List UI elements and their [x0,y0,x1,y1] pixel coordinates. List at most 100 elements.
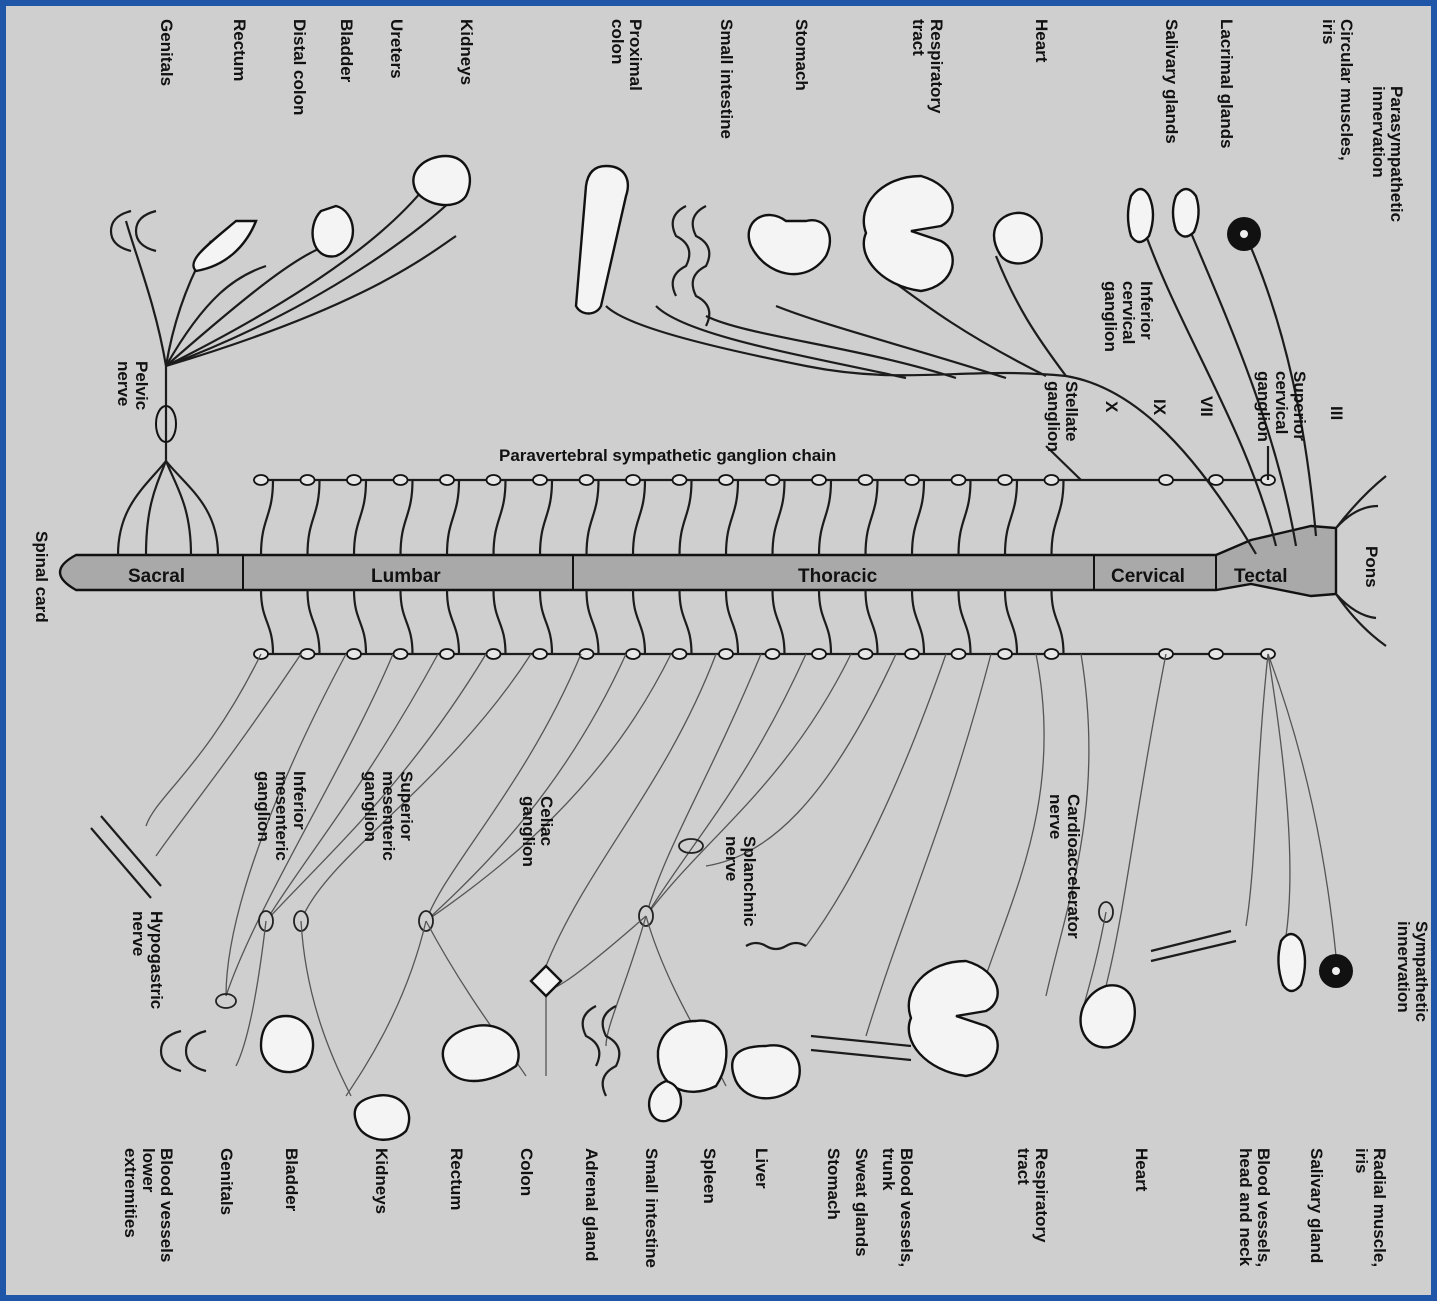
ramus [587,590,599,654]
symp-target-4-line: Respiratory [1032,1148,1051,1243]
cranial-vagal-fiber [656,306,906,378]
sacral-outflow [118,461,166,555]
para-target-3-line: Heart [1032,19,1051,63]
symp-target-5: Blood vessels,trunk [879,1148,916,1267]
ramus [819,480,831,555]
chain-ganglion [766,649,780,659]
ramus [540,480,552,555]
inferior-mesenteric-ganglion-label: Inferiormesentericganglion [254,771,309,861]
stomach-para [749,215,830,274]
para-target-8: Kidneys [457,19,476,85]
lacrimal-gland [1173,189,1199,237]
symp-target-17-line: Blood vessels [157,1148,176,1262]
inferior-cervical-ganglion-label-line: cervical [1119,281,1138,344]
ramus [866,480,878,555]
spleen-symp [649,1081,681,1121]
para-target-13: Genitals [157,19,176,86]
pelvic-nerve-label-line: Pelvic [132,361,151,410]
segment-lumbar: Lumbar [371,566,441,587]
cranial-vagal-fiber [886,276,1046,376]
segment-thoracic: Thoracic [798,566,878,587]
chain-ganglion [719,649,733,659]
para-target-5: Stomach [792,19,811,91]
chain-ganglion [301,649,315,659]
cervical-ganglion [1209,475,1223,485]
para-target-9-line: Ureters [387,19,406,79]
sacral-outflow [146,461,166,555]
ramus [447,590,459,654]
ramus [726,590,738,654]
para-target-1-line: Lacrimal glands [1217,19,1236,148]
symp-target-4: Respiratorytract [1014,1148,1051,1243]
target-fiber [301,921,351,1096]
postganglionic-fiber [546,654,716,966]
chain-ganglion [440,649,454,659]
ramus [680,480,692,555]
chain-ganglion [487,649,501,659]
ramus [401,590,413,654]
ramus [261,590,273,654]
cardioaccelerator-nerve-label-line: Cardioaccelerator [1064,794,1083,939]
ramus [773,590,785,654]
pelvic-branch [166,246,326,366]
ramus [680,590,692,654]
symp-target-0-line: Radial muscle, [1370,1148,1389,1267]
target-fiber [606,916,646,1046]
cardioaccelerator-nerve-label-line: nerve [1046,794,1065,839]
chain-ganglion [533,649,547,659]
symp-target-13-line: Rectum [447,1148,466,1210]
stellate-ganglion-label-line: ganglion [1044,381,1063,452]
stomach-symp [732,1045,800,1098]
chain-ganglion [1045,649,1059,659]
stellate-ganglion-label: Stellateganglion [1044,381,1081,452]
cranial-nerve-III: III [1327,406,1346,420]
spinal-cord-label-line: Spinal card [32,531,51,623]
symp-target-15-line: Bladder [282,1148,301,1212]
chain-ganglion [812,649,826,659]
cervical-ganglion [1159,475,1173,485]
lower-extremity-vessel [91,816,161,898]
symp-target-9: Spleen [700,1148,719,1204]
para-target-10-line: Bladder [337,19,356,83]
para-target-4-line: Respiratory [927,19,946,114]
symp-target-4-line: tract [1014,1148,1033,1185]
chain-ganglion [347,475,361,485]
ramus [959,480,971,555]
spinal-cord [60,476,1386,646]
kidney-symp [355,1095,409,1139]
segment-cervical: Cervical [1111,566,1185,587]
symp-target-2: Blood vessels,head and neck [1236,1148,1273,1267]
ramus [354,590,366,654]
bladder-para [313,206,353,256]
celiac-ganglion-label-line: Celiac [537,796,556,846]
superior-cervical-ganglion-label-line: cervical [1272,371,1291,434]
cervical-ganglion [1209,649,1223,659]
cranial-vagal-fiber [606,306,1256,554]
chain-ganglion [766,475,780,485]
ramus [1052,590,1064,654]
superior-mesenteric-ganglion-label-line: Superior [397,771,416,841]
ramus [587,480,599,555]
chain-ganglion [952,475,966,485]
symp-target-3-line: Heart [1132,1148,1151,1192]
cranial-nerve-III-line: III [1327,406,1346,420]
ramus [308,590,320,654]
sympathetic-header-line: Sympathetic [1412,921,1431,1022]
para-target-7: Proximalcolon [608,19,645,91]
salivary-gland-symp [1278,934,1305,991]
chain-ganglion [347,649,361,659]
symp-target-1: Salivary gland [1307,1148,1326,1263]
symp-target-7: Stomach [824,1148,843,1220]
para-target-0-line: iris [1319,19,1338,45]
ramus [1005,480,1017,555]
symp-target-8-line: Liver [752,1148,771,1189]
chain-ganglion [859,649,873,659]
cranial-nerve-X: X [1102,401,1121,413]
parasympathetic-header-line: innervation [1369,86,1388,178]
symp-target-11-line: Adrenal gland [582,1148,601,1261]
chain-ganglion [440,475,454,485]
pelvic-branch [166,186,426,366]
ramus [866,590,878,654]
